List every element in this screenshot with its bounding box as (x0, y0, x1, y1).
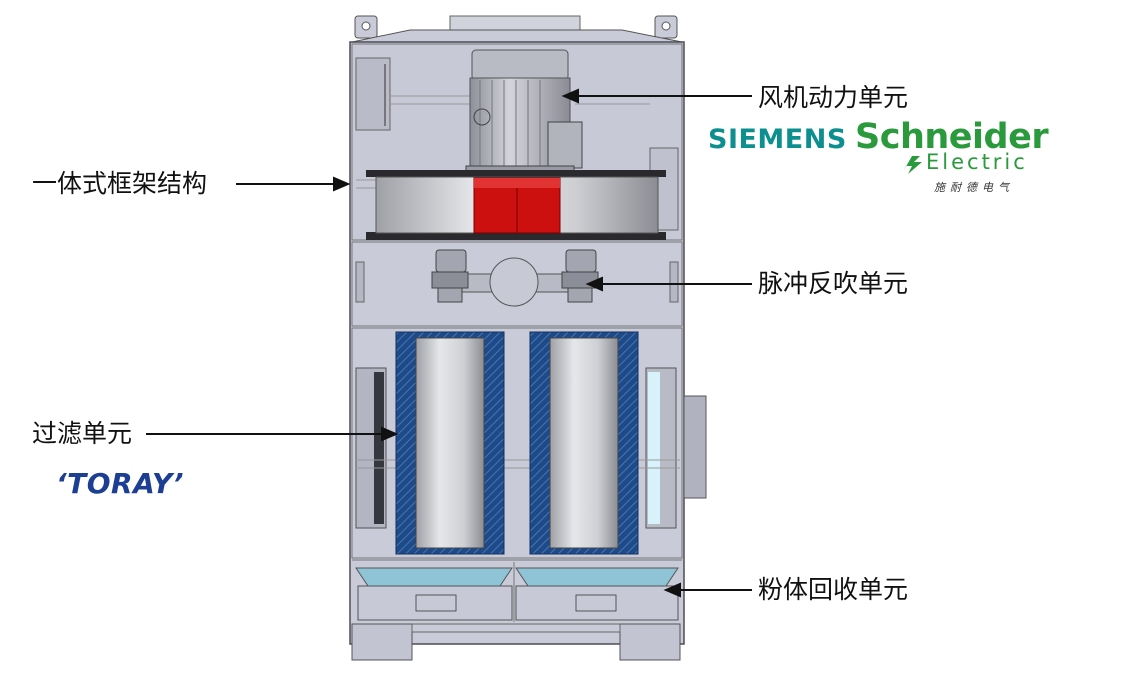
filter-cartridge-left (395, 331, 505, 555)
schneider-logo: Schneider (855, 117, 1049, 157)
label-fan-unit: 风机动力单元 (758, 83, 909, 112)
toray-logo: ‘TORAY’ (56, 467, 184, 500)
support-leg-right (619, 623, 681, 661)
filter-cartridge-right (529, 331, 639, 555)
callout-arrow-pulse (585, 276, 752, 292)
air-inlet (683, 395, 707, 499)
callout-arrow-fan (561, 88, 752, 104)
powder-hopper-right (515, 567, 679, 621)
top-outlet (449, 15, 581, 31)
callout-arrow-powder (663, 582, 752, 598)
motor (465, 49, 583, 175)
callout-arrow-frame (236, 176, 351, 192)
impeller (473, 177, 561, 234)
label-frame: 一体式框架结构 (32, 169, 208, 198)
label-filter-unit: 过滤单元 (32, 419, 133, 448)
callout-arrow-filter (146, 426, 399, 442)
support-leg-left (351, 623, 413, 661)
fan-plate-bottom (366, 232, 666, 240)
siemens-logo: SIEMENS (708, 124, 847, 155)
schneider-chinese-name: 施耐德电气 (934, 181, 1014, 194)
label-pulse-unit: 脉冲反吹单元 (758, 269, 909, 298)
fan-plate-top (366, 170, 666, 177)
lifting-lug-left (354, 15, 378, 39)
lifting-lug-right (654, 15, 678, 39)
roof (351, 29, 683, 43)
air-tank (489, 257, 539, 307)
schneider-symbol-icon (904, 156, 922, 174)
label-powder-unit: 粉体回收单元 (758, 575, 909, 604)
schneider-electric-text: Electric (926, 150, 1028, 174)
pulse-valve-left (431, 249, 469, 303)
powder-hopper-left (355, 567, 513, 621)
